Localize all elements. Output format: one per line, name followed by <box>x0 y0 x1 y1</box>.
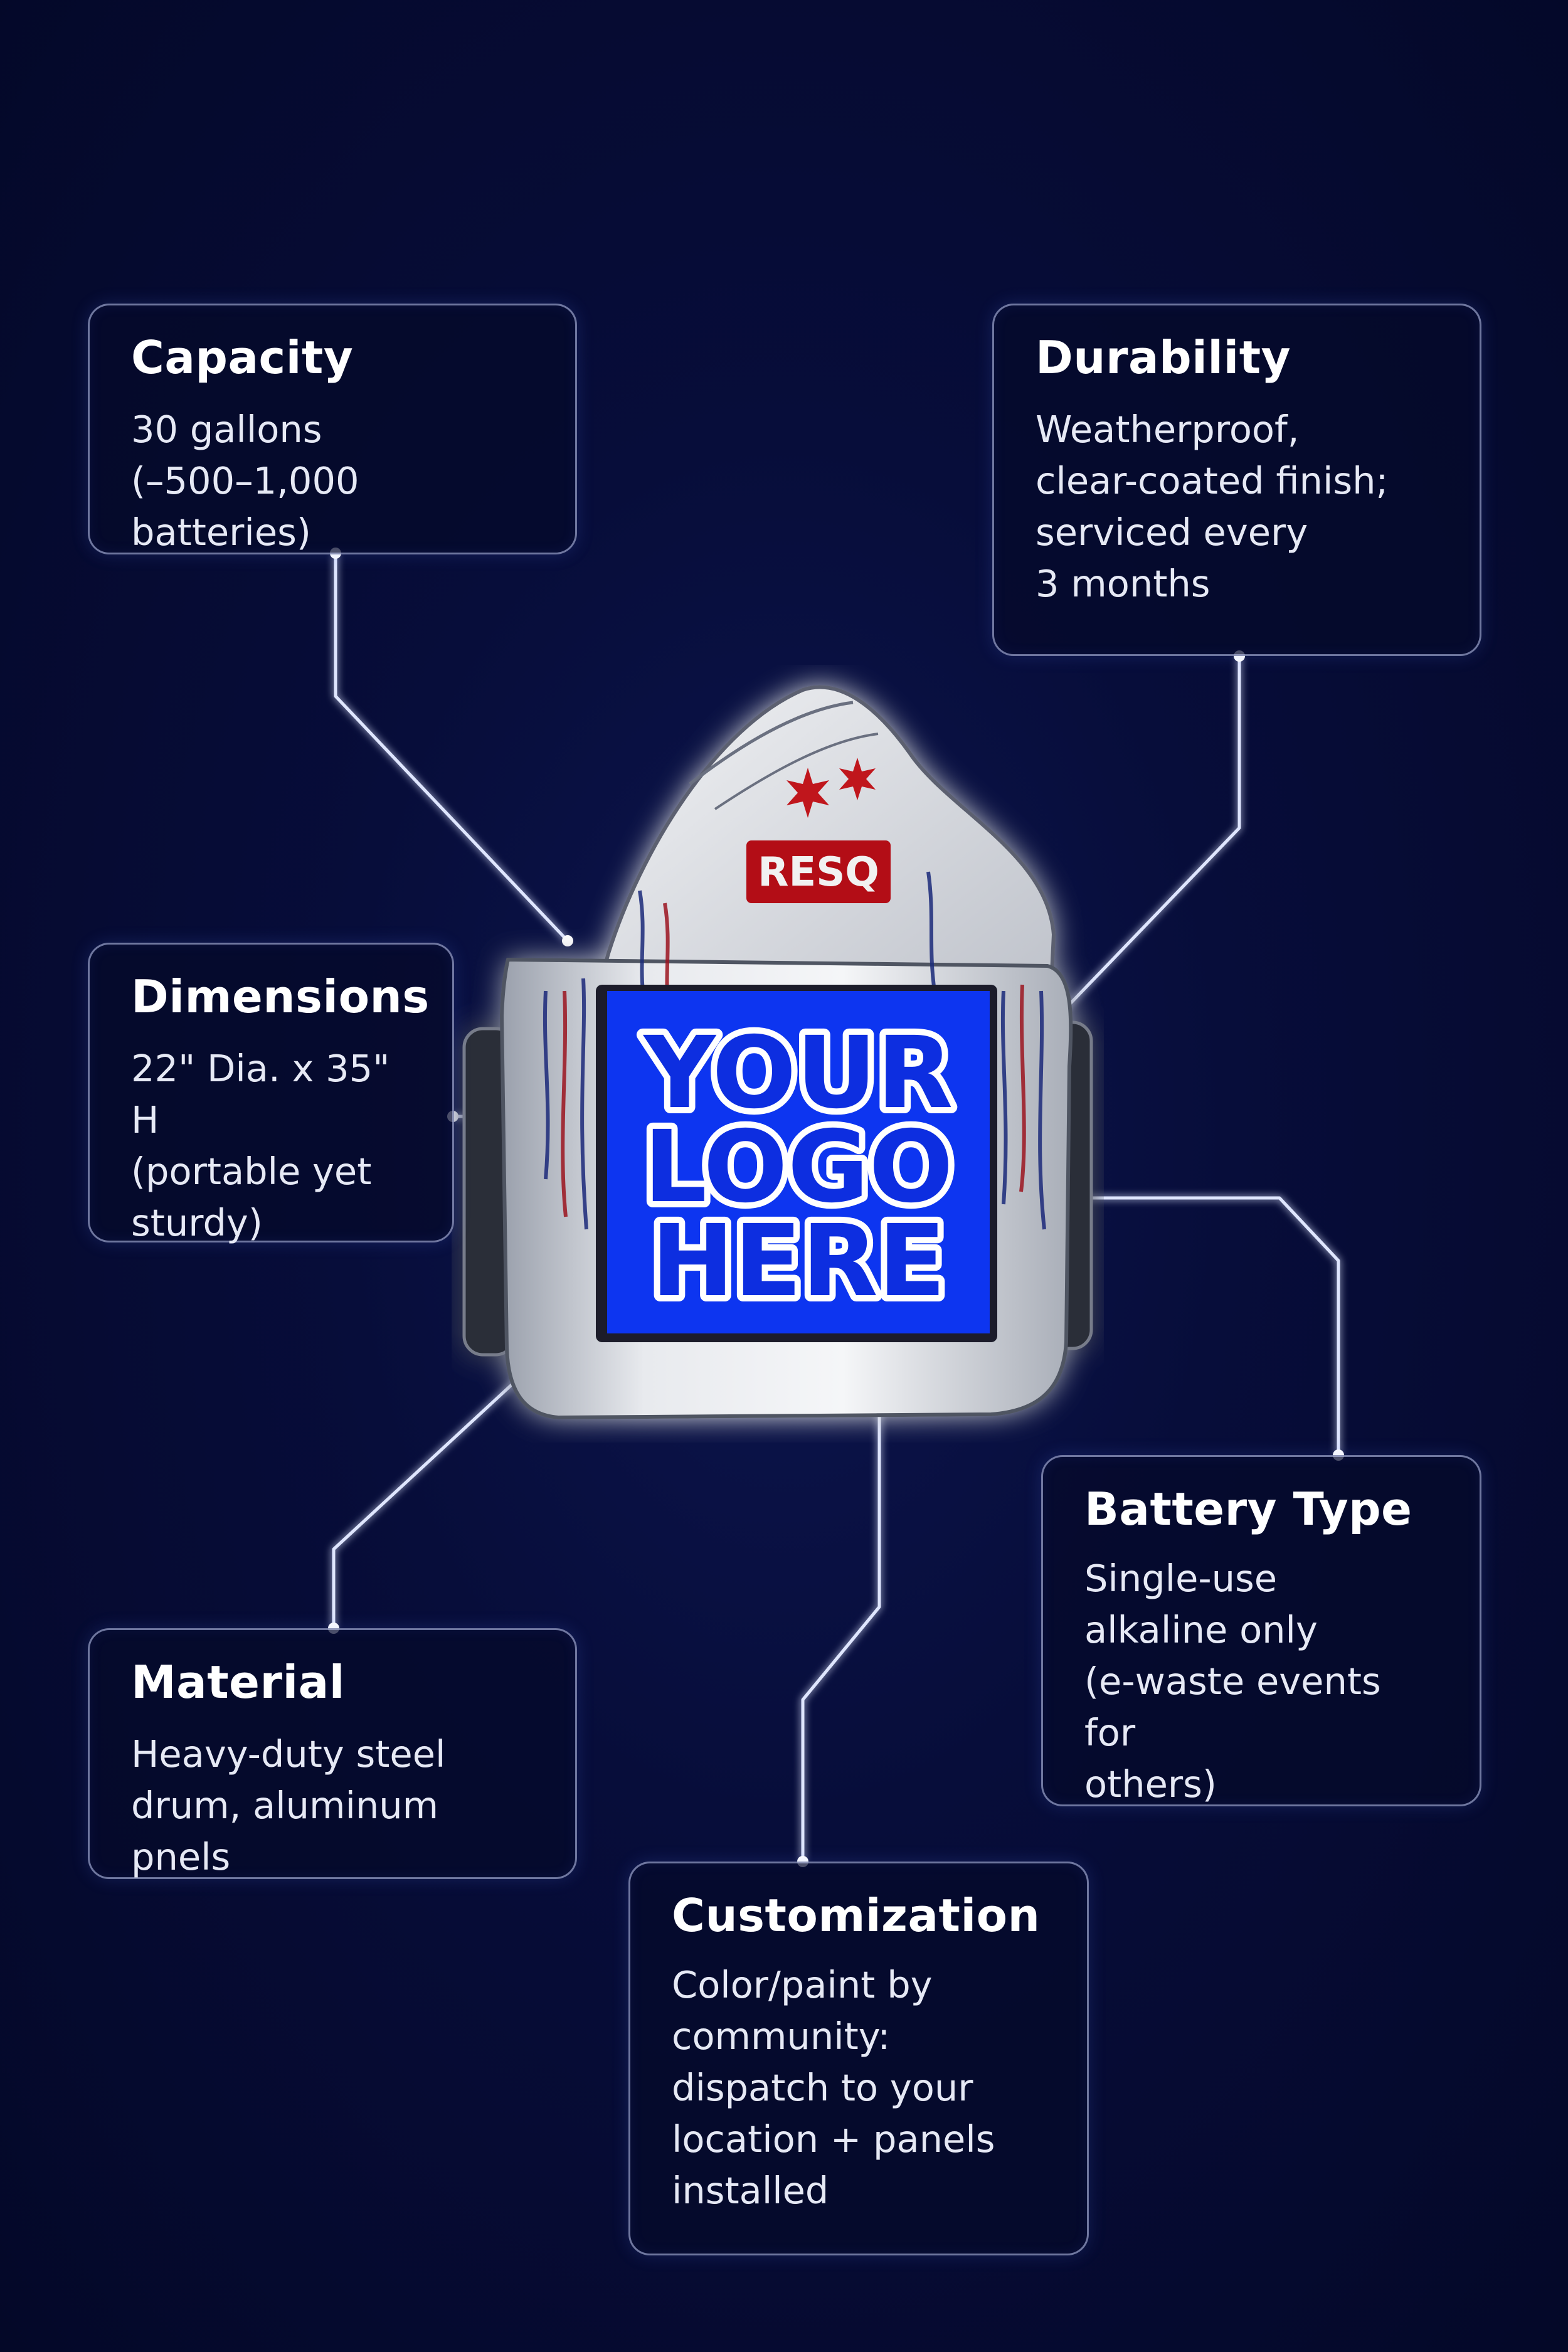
feature-card-capacity: Capacity 30 gallons (–500–1,000 batterie… <box>88 304 577 554</box>
connector-dot <box>562 935 573 946</box>
collection-bin-illustration: RESQ YOUR LOGO HERE <box>462 685 1093 1420</box>
connector-durability <box>1045 656 1241 1030</box>
feature-description: Color/paint by community: dispatch to yo… <box>672 1963 995 2213</box>
resq-badge <box>746 840 891 903</box>
feature-description: Single-use alkaline only (e-waste events… <box>1084 1557 1381 1806</box>
feature-card-dimensions: Dimensions 22" Dia. x 35" H (portable ye… <box>88 943 454 1244</box>
feature-title: Dimensions <box>131 970 430 1023</box>
feature-title: Customization <box>672 1889 1041 1942</box>
feature-card-battery-type: Battery Type Single-use alkaline only (e… <box>1041 1455 1481 1806</box>
connector-battery <box>1080 1196 1340 1455</box>
feature-description: 30 gallons (–500–1,000 batteries) <box>131 408 359 554</box>
resq-badge-text: RESQ <box>758 849 879 896</box>
connector-material <box>332 1335 566 1628</box>
feature-card-durability: Durability Weatherproof, clear-coated fi… <box>992 304 1481 656</box>
connector-customization <box>801 1397 881 1862</box>
feature-description: 22" Dia. x 35" H (portable yet sturdy) <box>131 1047 390 1245</box>
feature-title: Battery Type <box>1084 1483 1412 1535</box>
connector-capacity <box>334 553 569 942</box>
feature-title: Material <box>131 1656 345 1708</box>
feature-title: Durability <box>1036 331 1291 384</box>
feature-card-customization: Customization Color/paint by community: … <box>628 1862 1089 2255</box>
logo-panel <box>607 991 990 1333</box>
feature-card-material: Material Heavy-duty steel drum, aluminum… <box>88 1628 577 1879</box>
feature-description: Weatherproof, clear-coated finish; servi… <box>1036 408 1389 606</box>
logo-line-2: LOGO <box>644 1110 953 1225</box>
logo-line-3: HERE <box>651 1204 946 1319</box>
feature-title: Capacity <box>131 331 354 384</box>
logo-line-1: YOUR <box>642 1015 953 1131</box>
feature-description: Heavy-duty steel drum, aluminum pnels <box>131 1732 446 1879</box>
